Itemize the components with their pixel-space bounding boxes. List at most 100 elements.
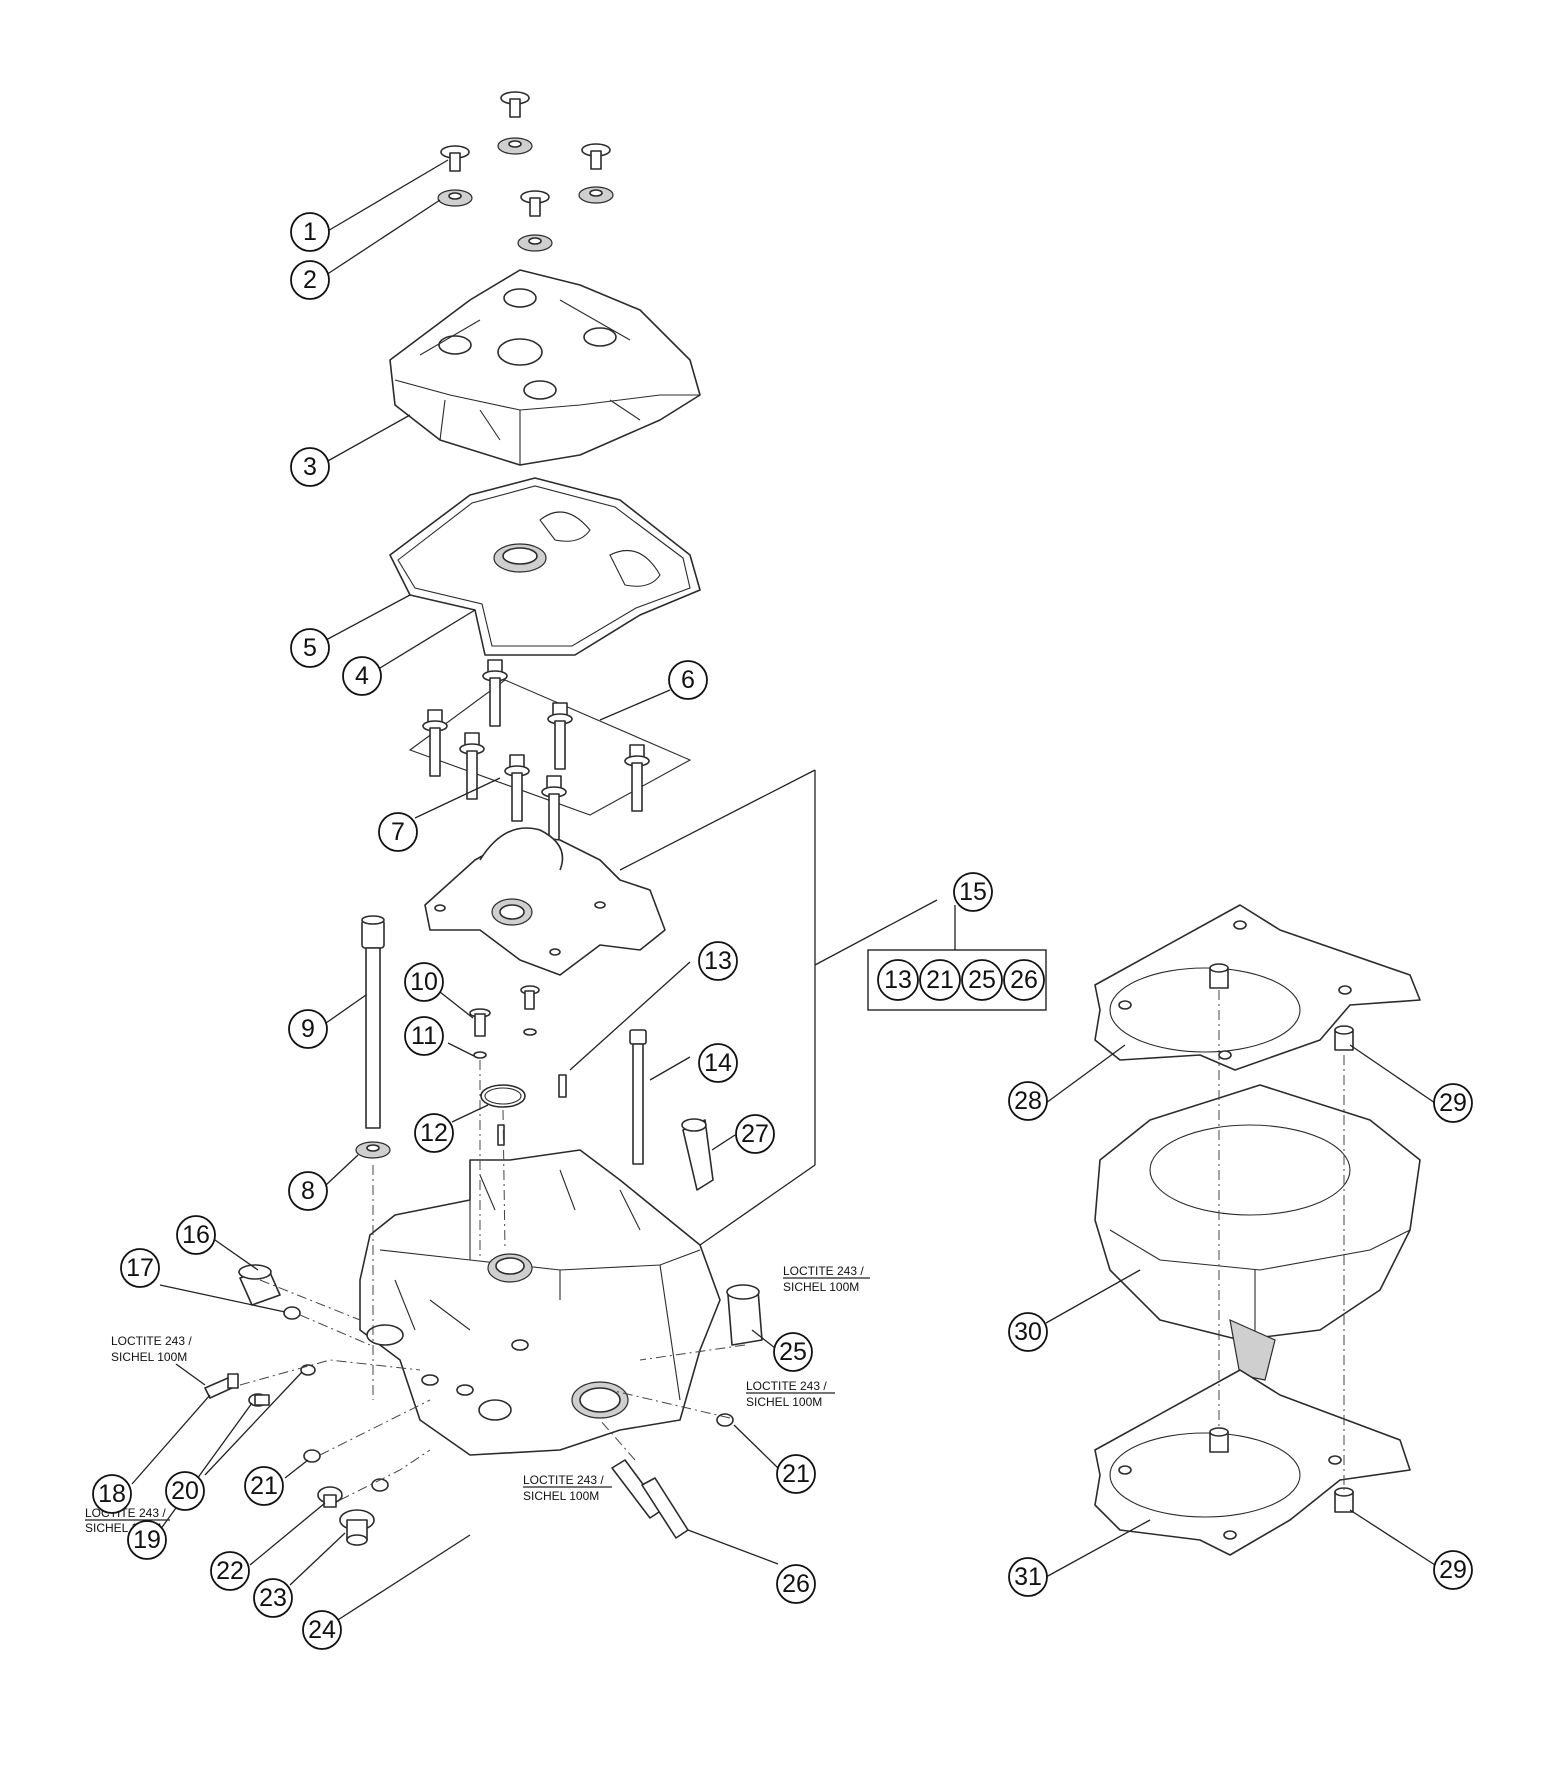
callout: 14 bbox=[698, 1043, 738, 1083]
callout: 21 bbox=[244, 1466, 284, 1506]
cylinder-head bbox=[359, 1149, 721, 1456]
callout: 5 bbox=[290, 628, 330, 668]
callout-label: 24 bbox=[308, 1616, 336, 1644]
sealing-washer bbox=[578, 186, 614, 204]
head-gasket-28 bbox=[1094, 904, 1421, 1071]
callout-label: 14 bbox=[704, 1049, 732, 1077]
cylinder-head-bolt bbox=[361, 915, 385, 1129]
callout: 13 bbox=[698, 941, 738, 981]
callout-label: 25 bbox=[779, 1338, 807, 1366]
note-line: SICHEL 100M bbox=[746, 1395, 822, 1409]
bolt-washer bbox=[355, 1141, 391, 1159]
note-line: LOCTITE 243 / bbox=[783, 1264, 864, 1278]
dowel-sleeve-27 bbox=[681, 1118, 714, 1191]
callout: 24 bbox=[302, 1610, 342, 1650]
note-line: LOCTITE 243 / bbox=[111, 1334, 192, 1348]
dowel-26 bbox=[611, 1459, 689, 1539]
callout-label: 6 bbox=[681, 666, 695, 694]
callout: 3 bbox=[290, 447, 330, 487]
callout: 25 bbox=[773, 1332, 813, 1372]
callout: 8 bbox=[288, 1171, 328, 1211]
plug-21-left bbox=[303, 1449, 321, 1463]
callout: 20 bbox=[165, 1471, 205, 1511]
valve-cover bbox=[389, 269, 701, 466]
callout-label: 28 bbox=[1014, 1087, 1042, 1115]
callout: 28 bbox=[1008, 1081, 1048, 1121]
callout-label: 9 bbox=[301, 1015, 315, 1043]
loctite-note-26: LOCTITE 243 / SICHEL 100M bbox=[523, 1473, 612, 1503]
callout-label: 27 bbox=[741, 1120, 769, 1148]
kit-item-label: 25 bbox=[968, 966, 996, 994]
callout-label: 18 bbox=[98, 1480, 126, 1508]
flange-bolt bbox=[422, 709, 448, 777]
callout-label: 19 bbox=[133, 1526, 161, 1554]
plug-16 bbox=[238, 1264, 281, 1306]
oil-drain-screw-23 bbox=[339, 1509, 375, 1546]
kit-item-circle bbox=[919, 959, 961, 1001]
flange-bolt bbox=[547, 702, 573, 770]
cylinder-30 bbox=[1094, 1084, 1421, 1381]
loctite-note-18: LOCTITE 243 / SICHEL 100M bbox=[111, 1334, 206, 1386]
dowel-sleeve-29-bottom bbox=[1209, 1427, 1354, 1513]
callout-label: 10 bbox=[410, 968, 438, 996]
callout: 7 bbox=[378, 812, 418, 852]
callout: 29 bbox=[1433, 1083, 1473, 1123]
callout-label: 29 bbox=[1439, 1556, 1467, 1584]
callout-label: 3 bbox=[303, 453, 317, 481]
callout-label: 22 bbox=[216, 1557, 244, 1585]
callout-label: 29 bbox=[1439, 1089, 1467, 1117]
callout: 29 bbox=[1433, 1550, 1473, 1590]
cover-screw bbox=[500, 91, 530, 118]
flange-bolt bbox=[624, 744, 650, 812]
flange-bolt bbox=[541, 775, 567, 843]
kit-item-circle bbox=[961, 959, 1003, 1001]
oil-screw-10 bbox=[469, 985, 540, 1037]
cover-screw bbox=[581, 143, 611, 170]
kit-item-circle bbox=[877, 959, 919, 1001]
callout: 21 bbox=[776, 1454, 816, 1494]
callout-label: 11 bbox=[411, 1022, 437, 1050]
callout-label: 23 bbox=[259, 1584, 287, 1612]
callout-label: 21 bbox=[782, 1460, 810, 1488]
note-line: SICHEL 100M bbox=[523, 1489, 599, 1503]
o-ring-17 bbox=[283, 1306, 301, 1320]
cover-screw bbox=[520, 190, 550, 217]
note-line: SICHEL 100M bbox=[111, 1350, 187, 1364]
cover-screw bbox=[440, 145, 470, 172]
callout-label: 2 bbox=[303, 266, 317, 294]
callout-label: 21 bbox=[250, 1472, 278, 1500]
callout: 4 bbox=[342, 656, 382, 696]
callout: 2 bbox=[290, 260, 330, 300]
callout: 12 bbox=[414, 1113, 454, 1153]
note-line: SICHEL 100M bbox=[783, 1280, 859, 1294]
kit-item-circle bbox=[1003, 959, 1045, 1001]
sealing-washer bbox=[517, 234, 553, 252]
kit-box: 13 21 25 26 bbox=[867, 949, 1047, 1011]
dowel-pin-13 bbox=[497, 1074, 567, 1146]
callout: 9 bbox=[288, 1009, 328, 1049]
loctite-note-25: LOCTITE 243 / SICHEL 100M bbox=[783, 1264, 870, 1294]
note-line: LOCTITE 243 / bbox=[746, 1379, 827, 1393]
sealing-washer bbox=[497, 137, 533, 155]
fitting-18 bbox=[204, 1373, 239, 1399]
callout: 18 bbox=[92, 1474, 132, 1514]
kit-item-label: 26 bbox=[1010, 966, 1038, 994]
callout: 1 bbox=[290, 212, 330, 252]
callout: 15 bbox=[953, 872, 993, 912]
callout-label: 4 bbox=[355, 662, 369, 690]
callout: 31 bbox=[1008, 1557, 1048, 1597]
valve-cover-gasket bbox=[389, 477, 701, 656]
callout: 27 bbox=[735, 1114, 775, 1154]
callout: 11 bbox=[404, 1016, 444, 1056]
callout-label: 20 bbox=[171, 1477, 199, 1505]
flange-bolt bbox=[504, 754, 530, 822]
o-ring-12 bbox=[480, 1084, 526, 1108]
callout: 23 bbox=[253, 1578, 293, 1618]
o-ring-24 bbox=[371, 1478, 389, 1492]
bearing-bridge-bolts bbox=[408, 659, 692, 843]
sleeve-25 bbox=[726, 1284, 763, 1346]
plug-21-right bbox=[716, 1413, 734, 1427]
screw-group-top bbox=[437, 91, 614, 252]
plug-22 bbox=[317, 1486, 343, 1508]
